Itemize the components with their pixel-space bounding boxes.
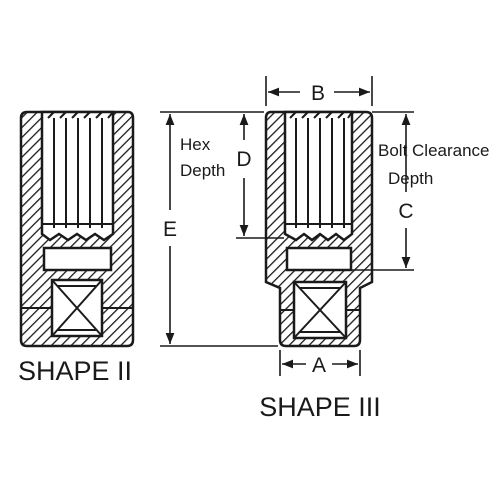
shape-ii-drive-x — [51, 279, 103, 337]
shape-iii-caption: SHAPE III — [259, 392, 381, 422]
shape-iii-hex-bore — [283, 110, 354, 242]
shape-iii-relief — [285, 246, 353, 272]
bolt-clearance-label-line1: Bolt Clearance — [378, 141, 490, 160]
dim-e-label: E — [163, 218, 177, 241]
hex-depth-label-line1: Hex — [180, 135, 211, 154]
dim-a-label: A — [312, 354, 326, 377]
dim-c — [352, 111, 414, 271]
shape-iii-drive-x — [293, 281, 347, 339]
shape-ii-relief — [42, 246, 113, 272]
dim-d — [236, 114, 284, 239]
dim-b-label: B — [311, 82, 325, 105]
dimension-lines — [160, 76, 414, 376]
dim-a — [279, 350, 361, 376]
bolt-clearance-label-line2: Depth — [388, 169, 433, 188]
dim-e — [160, 111, 278, 347]
shape-ii-socket — [19, 110, 135, 348]
dim-b — [265, 76, 373, 106]
shape-iii-flute-lines — [285, 111, 353, 228]
hex-depth-label-line2: Depth — [180, 161, 225, 180]
dim-d-label: D — [236, 148, 251, 171]
shape-iii-socket — [264, 110, 374, 348]
shape-ii-flute-lines — [42, 111, 114, 228]
shape-ii-caption: SHAPE II — [18, 356, 132, 386]
dim-c-label: C — [398, 200, 413, 223]
